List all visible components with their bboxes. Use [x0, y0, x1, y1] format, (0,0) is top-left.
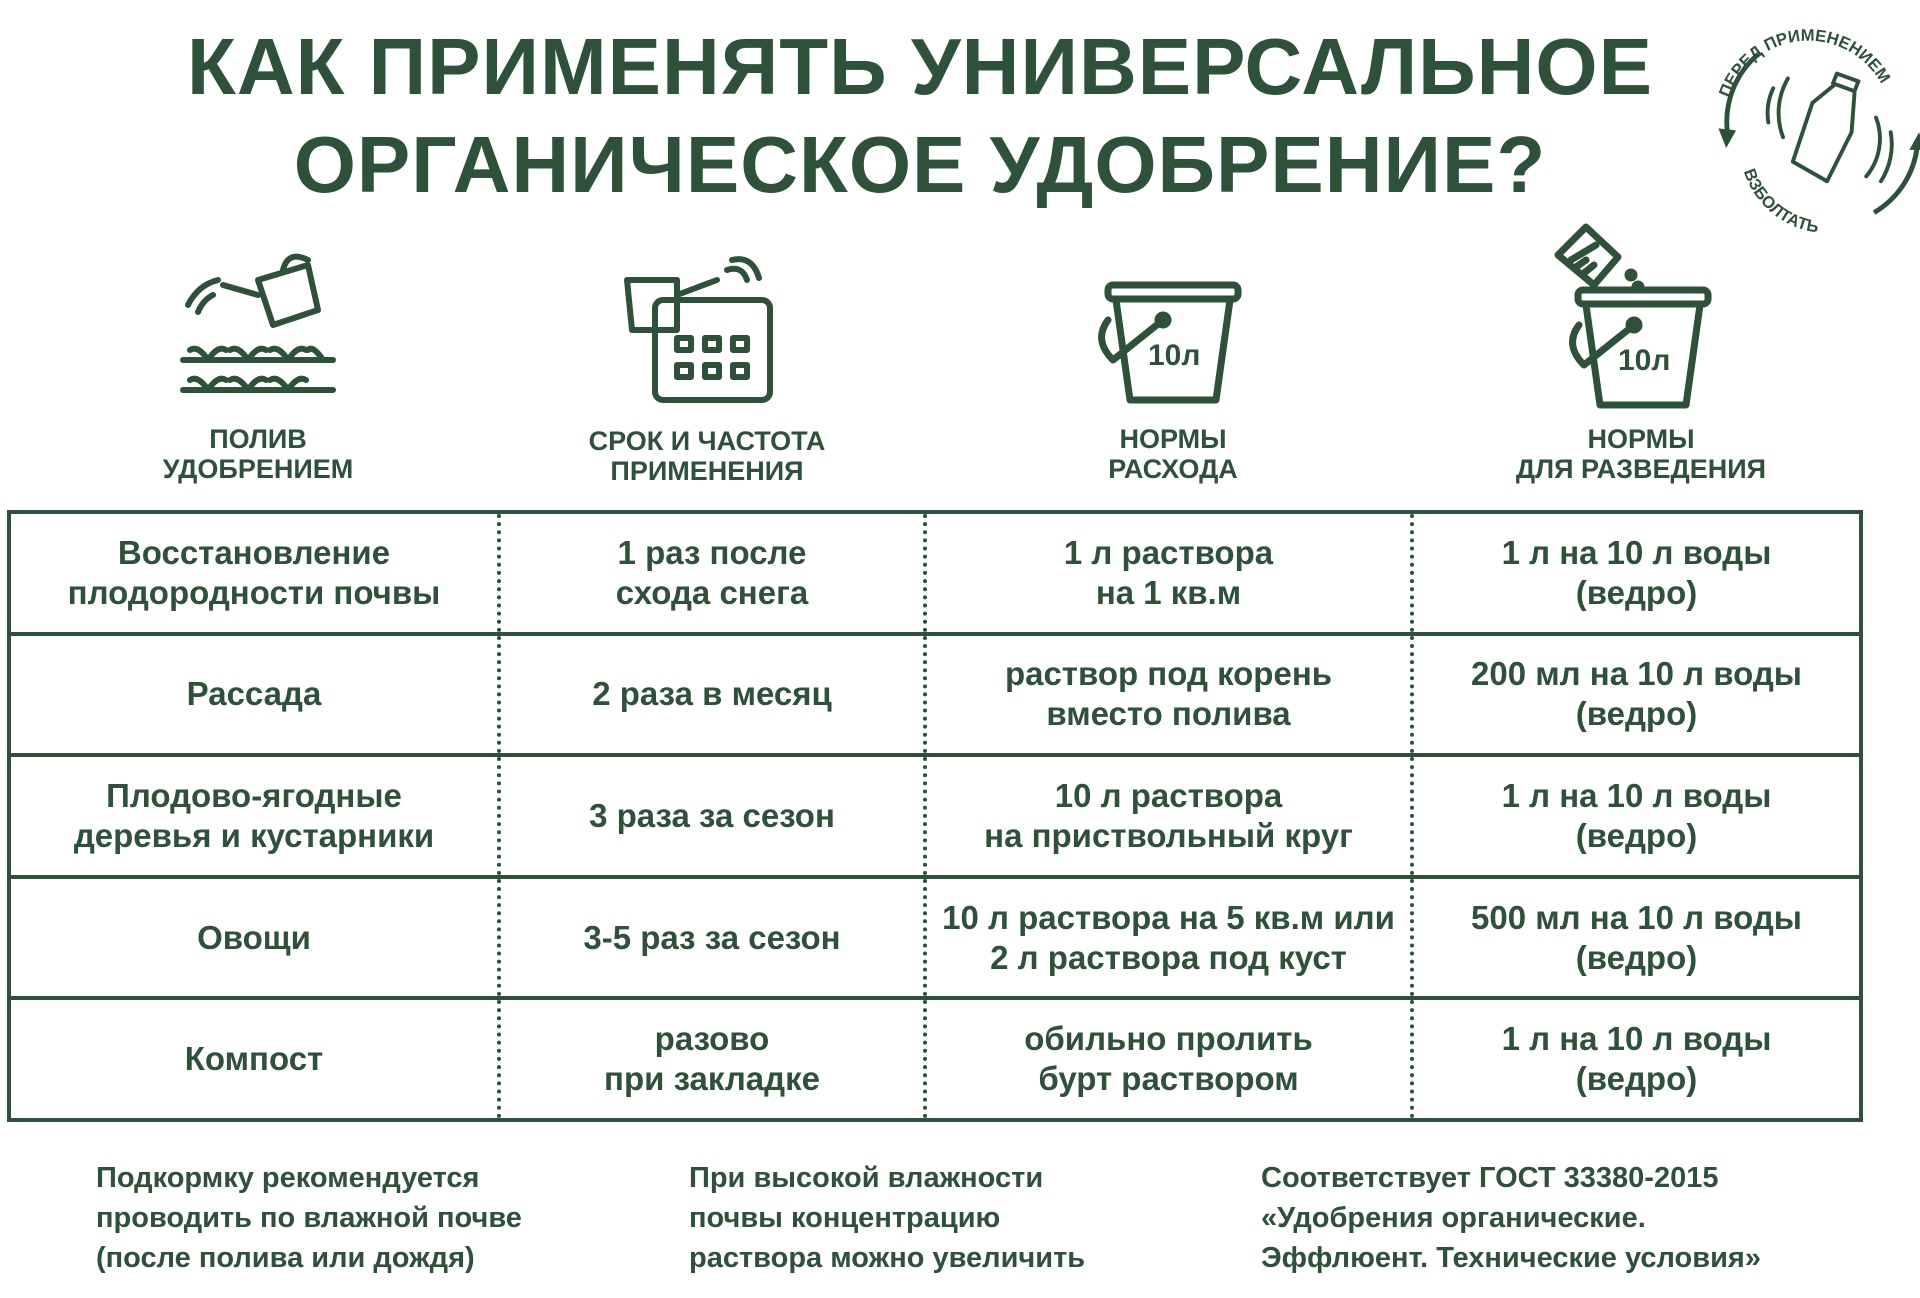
table-cell: обильно пролить бурт раствором [923, 996, 1412, 1120]
calendar-icon [617, 250, 797, 410]
page-title: КАК ПРИМЕНЯТЬ УНИВЕРСАЛЬНОЕ ОРГАНИЧЕСКОЕ… [187, 22, 1653, 209]
table-cell: 10 л раствора на 5 кв.м или 2 л раствора… [923, 874, 1412, 999]
table-cell: 3-5 раз за сезон [497, 874, 925, 999]
bucket-label: 10л [1148, 339, 1200, 372]
badge-bottom-text: ВЗБОЛТАТЬ [1740, 166, 1820, 237]
table-cell: Восстановление плодородности почвы [9, 510, 499, 634]
table-cell: 200 мл на 10 л воды (ведро) [1410, 631, 1861, 756]
table-cell: 1 л на 10 л воды (ведро) [1410, 753, 1861, 877]
badge-top-text: ПЕРЕД ПРИМЕНЕНИЕМ [1715, 26, 1894, 100]
table-cell: 3 раза за сезон [497, 753, 925, 877]
bucket-measuring-cup-icon: 10л [1546, 215, 1726, 410]
table-cell: 1 л на 10 л воды (ведро) [1410, 510, 1861, 634]
table-cell: Плодово-ягодные деревья и кустарники [9, 753, 499, 877]
table-cell: Рассада [9, 631, 499, 756]
bucket-icon: 10л [1078, 250, 1258, 410]
table-cell: 1 раз после схода снега [497, 510, 925, 634]
bucket-label: 10л [1618, 344, 1670, 377]
note-moist-soil: Подкормку рекомендуется проводить по вла… [96, 1162, 522, 1274]
note-high-humidity: При высокой влажности почвы концентрацию… [689, 1162, 1086, 1274]
watering-can-icon [168, 250, 348, 410]
table-cell: 1 л на 10 л воды (ведро) [1410, 996, 1861, 1120]
table-cell: Компост [9, 996, 499, 1120]
note-gost: Соответствует ГОСТ 33380-2015 «Удобрения… [1261, 1162, 1761, 1274]
svg-text:ПЕРЕД ПРИМЕНЕНИЕМ: ПЕРЕД ПРИМЕНЕНИЕМ [1715, 26, 1894, 100]
table-cell: 500 мл на 10 л воды (ведро) [1410, 874, 1861, 999]
table-cell: Овощи [9, 874, 499, 999]
column-header: СРОК И ЧАСТОТА ПРИМЕНЕНИЯ [588, 426, 826, 486]
table-cell: 1 л раствора на 1 кв.м [923, 510, 1412, 634]
column-header: НОРМЫ ДЛЯ РАЗВЕДЕНИЯ [1515, 424, 1767, 484]
table-cell: раствор под корень вместо полива [923, 631, 1412, 756]
shake-before-use-badge: ПЕРЕД ПРИМЕНЕНИЕМ ВЗБОЛТАТЬ [1690, 5, 1920, 240]
shake-bottle-icon: ПЕРЕД ПРИМЕНЕНИЕМ ВЗБОЛТАТЬ [1715, 26, 1920, 237]
column-header: НОРМЫ РАСХОДА [1108, 424, 1238, 484]
svg-text:ВЗБОЛТАТЬ: ВЗБОЛТАТЬ [1740, 166, 1820, 237]
column-header: ПОЛИВ УДОБРЕНИЕМ [162, 424, 354, 484]
table-cell: 2 раза в месяц [497, 631, 925, 756]
table-cell: разово при закладке [497, 996, 925, 1120]
table-cell: 10 л раствора на приствольный круг [923, 753, 1412, 877]
